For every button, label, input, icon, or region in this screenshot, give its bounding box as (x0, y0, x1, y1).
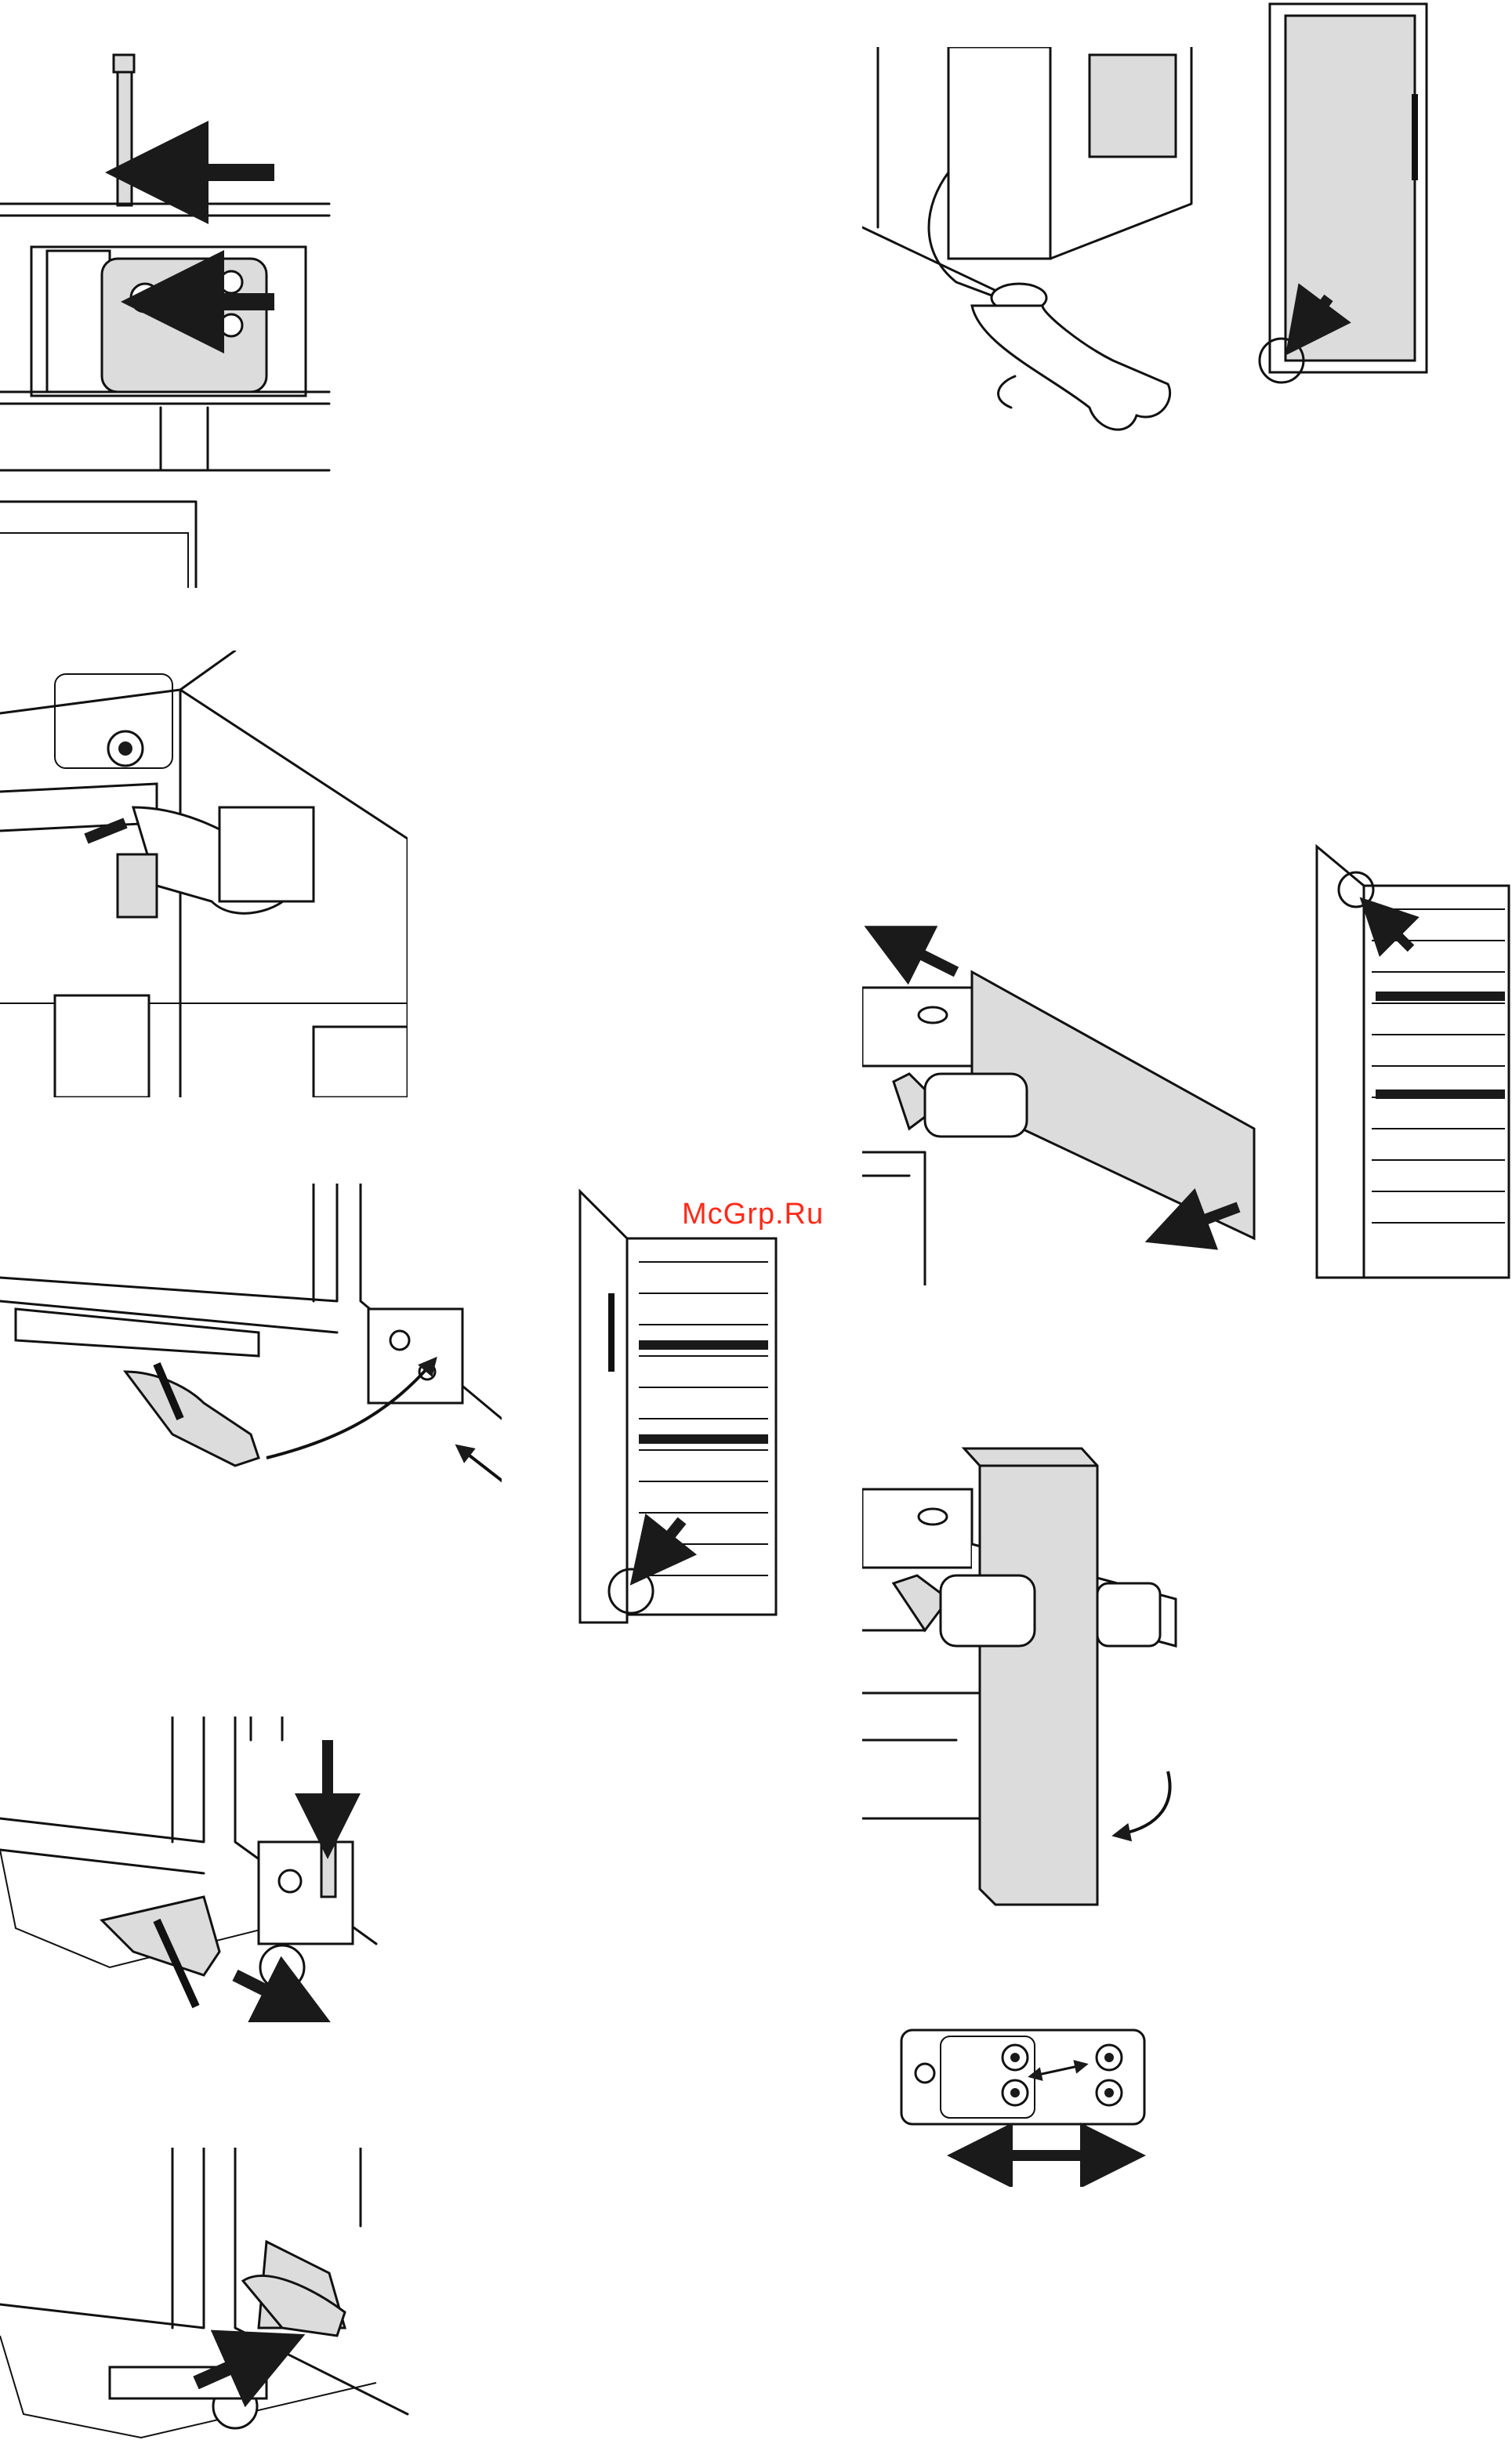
fig-hinge-pin-insert (0, 47, 345, 588)
fig-open-fridge-top-detail (1309, 839, 1512, 1285)
fig-wrench-foot-adjust (862, 47, 1223, 455)
fig-hinge-plate-adjust (894, 2014, 1160, 2187)
fig-fridge-closed-foot-detail (1254, 0, 1442, 392)
fig-open-fridge-bottom-detail (564, 1184, 784, 1630)
fig-bottom-hinge-swing (0, 1184, 502, 1521)
fig-pin-pull-out (0, 1717, 408, 2022)
fig-top-hinge-screw (0, 651, 408, 1097)
fig-hinge-release-lever (0, 2148, 423, 2440)
fig-door-cover-fit (862, 1442, 1207, 1912)
fig-panel-slide-off (862, 925, 1301, 1285)
